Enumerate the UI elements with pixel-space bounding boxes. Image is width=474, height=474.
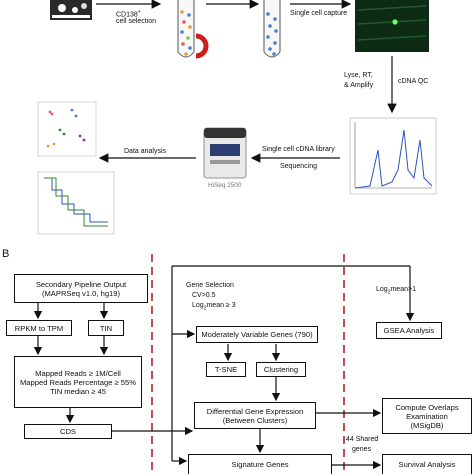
cds-box: CDS bbox=[24, 424, 112, 439]
lyse-label-line1: Lyse, RT, bbox=[344, 72, 373, 79]
cell-selection-label: cell selection bbox=[116, 18, 157, 25]
pipeline-line1: Secondary Pipeline Output bbox=[35, 279, 127, 289]
survival-plot-image bbox=[37, 171, 115, 235]
gene-selection-label: Gene Selection bbox=[186, 282, 234, 289]
signature-genes-box: Signature Genes bbox=[188, 454, 332, 474]
sequencing-label: Sequencing bbox=[280, 163, 317, 170]
hiseq-label: HiSeq 2500 bbox=[208, 182, 242, 189]
lyse-label-line2: & Amplify bbox=[344, 82, 374, 89]
panel-a-graphics bbox=[37, 0, 437, 235]
pipeline-line2: (MAPRSeq v1.0, hg19) bbox=[41, 288, 121, 298]
log2mean-3-label: Log2mean ≥ 3 bbox=[192, 302, 236, 312]
dge-line1: Differential Gene Expression bbox=[206, 406, 304, 416]
data-analysis-label: Data analysis bbox=[124, 148, 167, 155]
qc-line2: Mapped Reads Percentage ≥ 55% bbox=[19, 377, 137, 387]
clustering-box: Clustering bbox=[256, 362, 306, 377]
gsea-box: GSEA Analysis bbox=[376, 322, 442, 339]
cdna-qc-label: cDNA QC bbox=[398, 78, 429, 85]
tsne-box: T-SNE bbox=[206, 362, 246, 377]
qc-line3: TIN median ≥ 45 bbox=[49, 386, 107, 396]
survival-analysis-box: Survival Analysis bbox=[382, 454, 472, 474]
compute-line2: Examination bbox=[406, 411, 448, 421]
secondary-pipeline-box: Secondary Pipeline Output (MAPRSeq v1.0,… bbox=[14, 274, 148, 303]
tsne-plot-image bbox=[37, 101, 97, 157]
compute-line3: (MSigDB) bbox=[410, 420, 444, 430]
compute-line1: Compute Overlaps bbox=[395, 402, 459, 412]
test-tube-selected-cells bbox=[263, 0, 281, 58]
panel-b-label: B bbox=[2, 248, 10, 260]
cd138-label: CD138+ bbox=[116, 9, 141, 19]
qc-line1: Mapped Reads ≥ 1M/Cell bbox=[35, 368, 121, 378]
shared-genes-line2: genes bbox=[352, 446, 372, 453]
microscope-image bbox=[355, 0, 429, 52]
magnet-icon bbox=[195, 33, 209, 59]
test-tube-mixed-cells bbox=[177, 0, 195, 58]
dge-line2: (Between Clusters) bbox=[222, 415, 288, 425]
sequencer-image bbox=[203, 127, 247, 179]
tin-box: TIN bbox=[88, 320, 124, 336]
tissue-slice-image bbox=[50, 0, 92, 20]
single-cell-capture-label: Single cell capture bbox=[290, 10, 348, 17]
bioanalyzer-trace-image bbox=[349, 117, 437, 195]
rpkm-to-tpm-box: RPKM to TPM bbox=[6, 320, 72, 336]
cdna-library-label: Single cell cDNA library bbox=[262, 146, 335, 153]
compute-overlaps-box: Compute Overlaps Examination (MSigDB) bbox=[382, 398, 472, 434]
log2mean-1-label: Log2mean>1 bbox=[376, 286, 416, 296]
dge-box: Differential Gene Expression (Between Cl… bbox=[194, 402, 316, 429]
cv-label: CV>0.5 bbox=[192, 292, 216, 299]
shared-genes-line1: 44 Shared bbox=[346, 436, 379, 443]
qc-filter-box: Mapped Reads ≥ 1M/Cell Mapped Reads Perc… bbox=[14, 356, 142, 408]
moderately-variable-box: Moderately Variable Genes (790) bbox=[196, 326, 318, 343]
